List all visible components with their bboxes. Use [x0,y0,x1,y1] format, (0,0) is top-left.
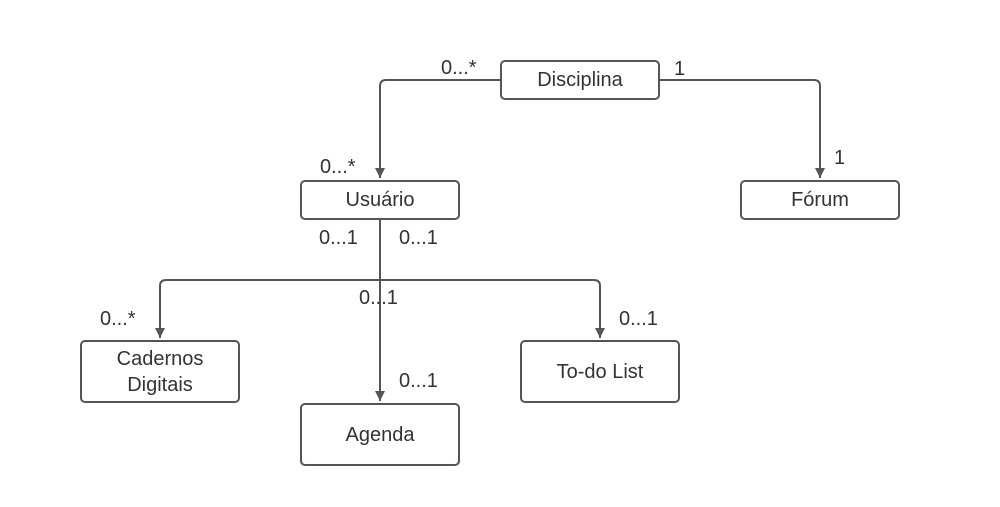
class-label-todo-list: To-do List [556,360,644,383]
connector-usuario-todo [380,279,605,338]
class-label-forum: Fórum [791,189,849,211]
class-label-agenda: Agenda [345,423,415,446]
class-box-todo-list[interactable]: To-do List [520,340,680,403]
connector-disciplina-forum [660,79,825,178]
multiplicity-disciplina-usuario-source: 0...* [441,57,477,79]
multiplicity-cadernos-target: 0...* [100,308,136,330]
multiplicity-usuario-left-source: 0...1 [319,227,358,249]
class-box-disciplina[interactable]: Disciplina [500,60,660,100]
connector-usuario-cadernos [155,279,380,338]
class-box-cadernos-digitais[interactable]: Cadernos Digitais [80,340,240,403]
multiplicity-todo-target: 0...1 [619,308,658,330]
multiplicity-disciplina-forum-source: 1 [674,58,686,80]
multiplicity-disciplina-forum-target: 1 [834,147,846,169]
multiplicity-agenda-target: 0...1 [399,370,438,392]
class-box-forum[interactable]: Fórum [740,180,900,220]
multiplicity-disciplina-usuario-target: 0...* [320,156,356,178]
connector-disciplina-usuario [375,79,500,178]
class-box-agenda[interactable]: Agenda [300,403,460,466]
multiplicity-agenda-source: 0...1 [359,287,398,309]
class-label-disciplina: Disciplina [537,69,623,91]
multiplicity-usuario-right-source: 0...1 [399,227,438,249]
class-label-cadernos-digitais: Cadernos Digitais [116,347,204,396]
class-label-usuario: Usuário [345,189,415,211]
class-box-usuario[interactable]: Usuário [300,180,460,220]
